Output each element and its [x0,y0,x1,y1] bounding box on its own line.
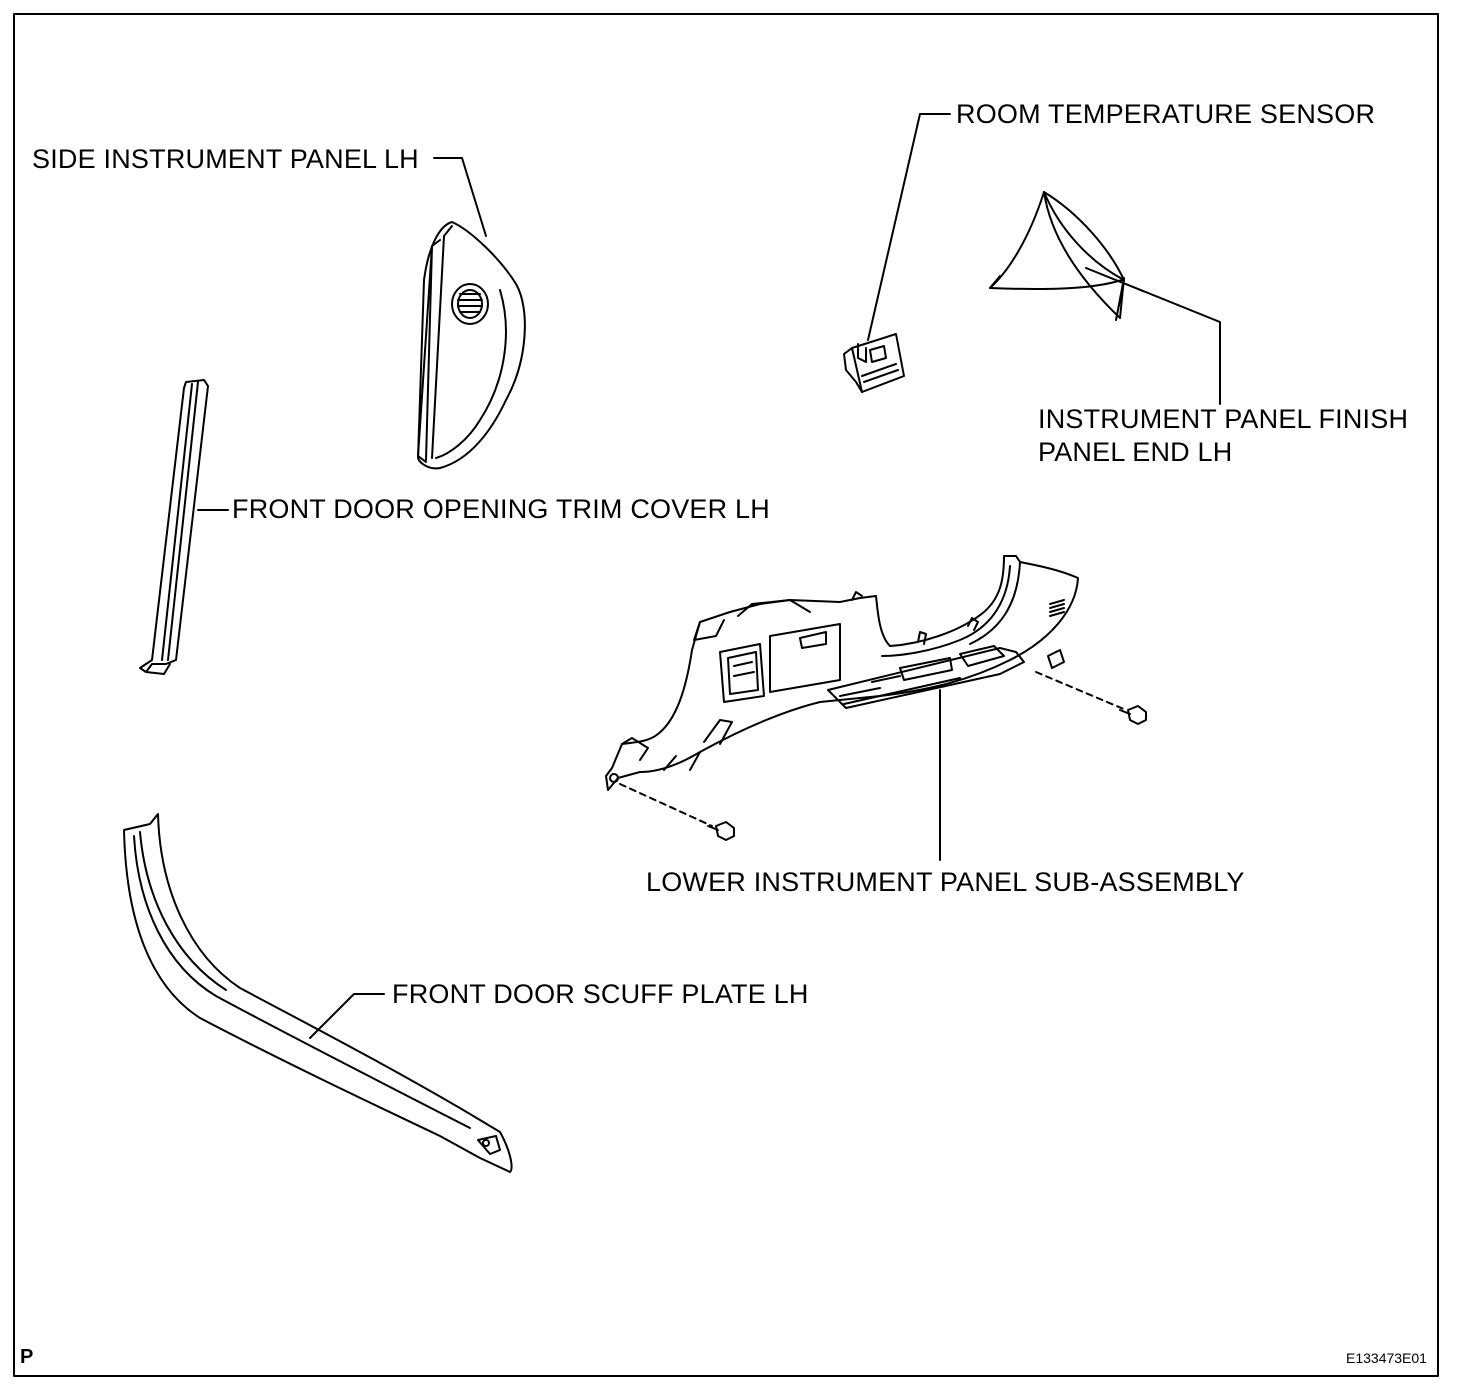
label-room-temperature-sensor: ROOM TEMPERATURE SENSOR [956,99,1376,129]
front-door-scuff-plate-part [123,813,513,1173]
label-side-instrument-panel: SIDE INSTRUMENT PANEL LH [32,144,419,174]
panel-screws [707,705,1147,841]
side-instrument-panel-part [417,221,526,470]
lower-instrument-panel-part [605,555,1079,791]
temp-sensor-leader [867,113,951,341]
label-front-door-scuff-plate: FRONT DOOR SCUFF PLATE LH [392,979,809,1009]
figure-code: E133473E01 [1346,1350,1427,1366]
room-temperature-sensor-part [843,333,905,393]
label-lower-instrument-panel: LOWER INSTRUMENT PANEL SUB-ASSEMBLY [646,867,1245,897]
finish-panel-leader [1085,267,1221,405]
screw-guide-dashed-left [619,783,713,827]
finish-panel-end-part [989,191,1125,321]
front-door-trim-cover-part [139,379,209,675]
side-panel-leader [433,157,487,237]
label-finish-panel-line1: INSTRUMENT PANEL FINISH [1038,404,1409,434]
scuff-plate-leader [309,993,385,1039]
corner-mark: P [20,1346,34,1368]
diagram-border [13,13,1439,1377]
screw-guide-dashed-right [1035,671,1127,711]
label-front-door-trim-cover: FRONT DOOR OPENING TRIM COVER LH [232,494,770,524]
label-finish-panel-line2: PANEL END LH [1038,437,1233,467]
